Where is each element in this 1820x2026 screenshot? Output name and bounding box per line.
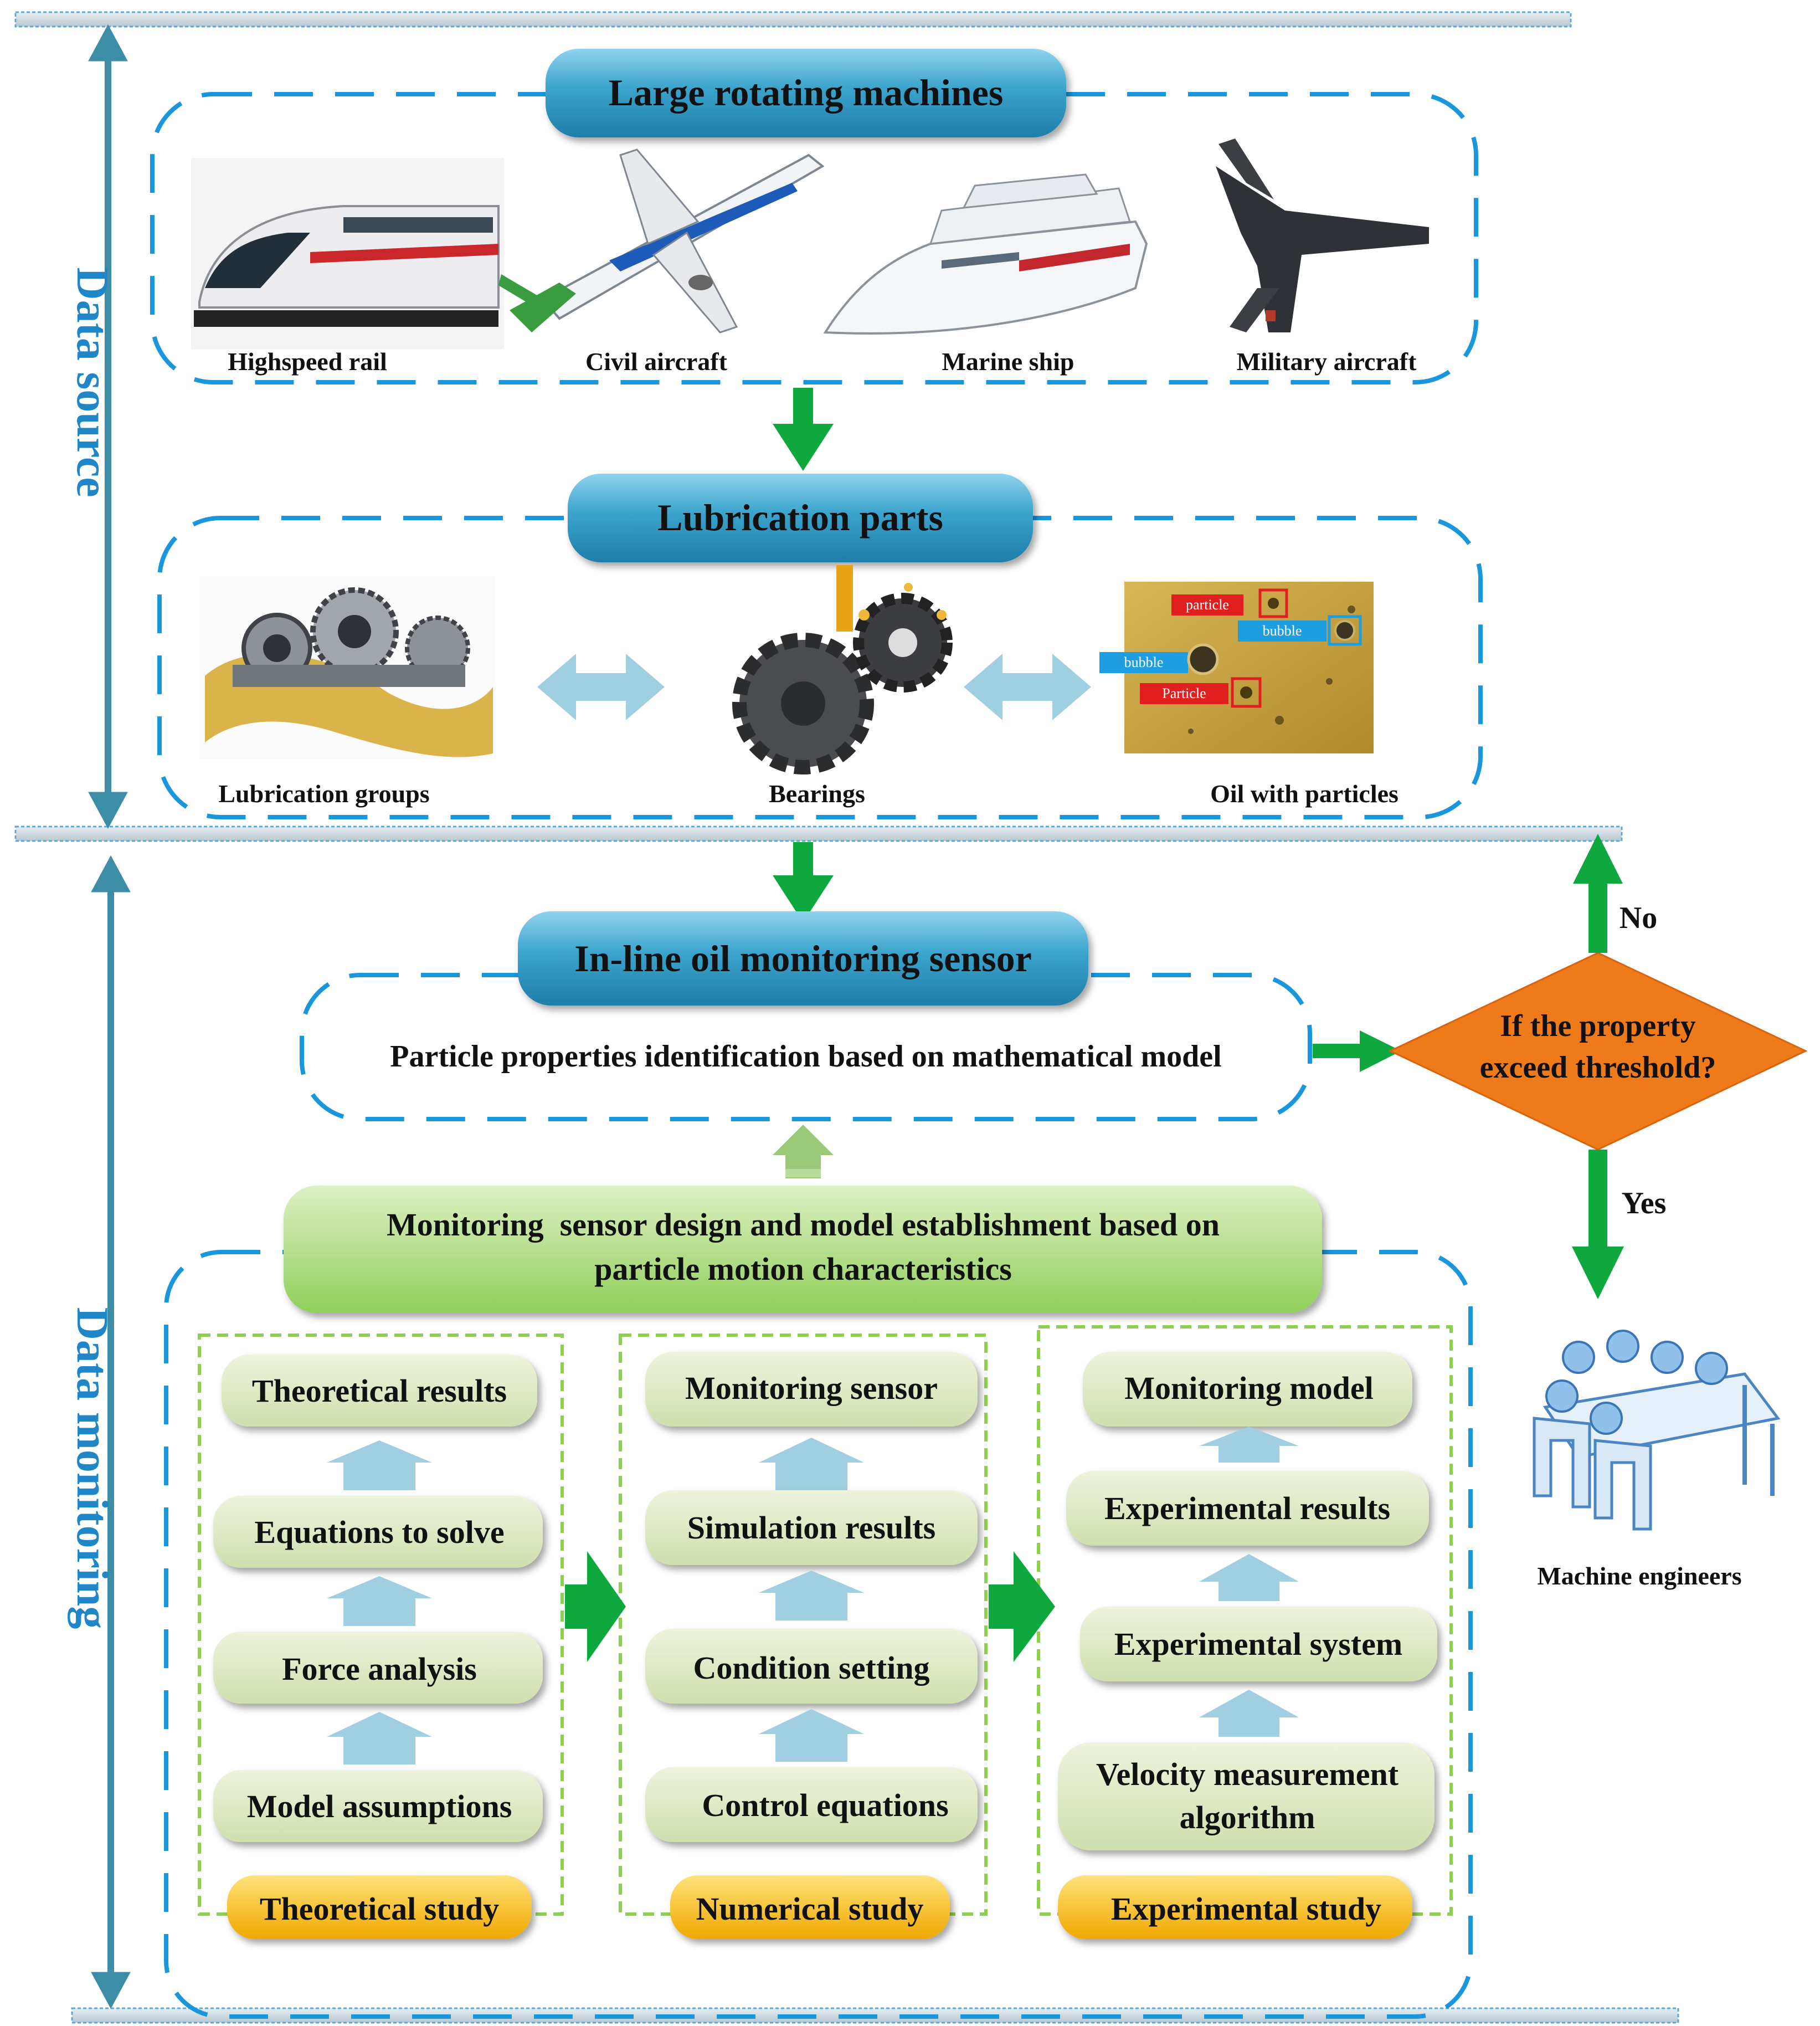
step-velocity-measurement-label-2: algorithm <box>1180 1799 1315 1835</box>
light-arrow-n1 <box>759 1438 864 1490</box>
step-force-analysis-label: Force analysis <box>282 1651 477 1687</box>
theoretical-study-label: Theoretical study <box>260 1891 499 1927</box>
lubrication-title-box <box>568 474 1033 562</box>
step-monitoring-model <box>1083 1352 1412 1427</box>
step-control-equations <box>645 1767 978 1842</box>
lubrication-title: Lubrication parts <box>657 496 943 538</box>
numerical-study-label-box <box>670 1875 950 1939</box>
arrow-machines-to-lubrication <box>773 388 834 471</box>
sensor-title: In-line oil monitoring sensor <box>574 937 1032 979</box>
oil-particles-image <box>1099 582 1374 753</box>
step-monitoring-sensor-label: Monitoring sensor <box>685 1370 938 1406</box>
decision-text-line2: exceed threshold? <box>1480 1050 1716 1085</box>
arrow-yes-down <box>1572 1150 1624 1299</box>
arrow-numerical-to-experimental <box>989 1551 1055 1662</box>
sensor-title-box <box>518 911 1088 1006</box>
arrow-no-up <box>1573 834 1623 953</box>
step-experimental-system <box>1080 1607 1437 1681</box>
divider-bar-middle <box>14 825 1623 842</box>
oil-label-bubble-2: bubble <box>1124 654 1164 670</box>
step-monitoring-model-label: Monitoring model <box>1124 1370 1373 1406</box>
sensor-subtitle: Particle properties identification based… <box>390 1039 1221 1074</box>
step-equations-to-solve-label: Equations to solve <box>254 1514 504 1550</box>
decision-text-line1: If the property <box>1500 1009 1696 1043</box>
theoretical-study-label-box <box>227 1875 532 1939</box>
step-model-assumptions <box>213 1770 543 1842</box>
light-arrow-n2 <box>759 1571 864 1620</box>
light-arrow-e3 <box>1199 1690 1299 1737</box>
light-arrow-n3 <box>759 1709 864 1762</box>
lubrication-label-oil: Oil with particles <box>1210 779 1399 808</box>
step-model-assumptions-label: Model assumptions <box>247 1788 512 1824</box>
lubrication-label-bearings: Bearings <box>769 779 865 808</box>
machines-title: Large rotating machines <box>609 71 1004 114</box>
military-aircraft-image <box>1216 139 1429 332</box>
arrow-theoretical-to-numerical <box>565 1551 626 1662</box>
machine-label-civil: Civil aircraft <box>585 347 728 376</box>
experimental-study-label: Experimental study <box>1111 1891 1381 1927</box>
step-theoretical-results <box>222 1355 537 1427</box>
light-arrow-t2 <box>327 1576 432 1626</box>
light-arrow-t3 <box>327 1712 432 1765</box>
machines-dashed-frame <box>150 92 1478 384</box>
decision-yes-label: Yes <box>1622 1186 1667 1220</box>
step-experimental-results-label: Experimental results <box>1104 1490 1390 1526</box>
decision-no-label: No <box>1620 901 1657 935</box>
step-force-analysis <box>213 1632 543 1704</box>
data-monitoring-label: Data monitoring <box>68 1307 118 1629</box>
marine-ship-image <box>823 173 1148 335</box>
divider-bar-top <box>14 11 1572 28</box>
step-theoretical-results-label: Theoretical results <box>252 1373 507 1409</box>
double-arrow-left <box>537 654 665 720</box>
machine-label-ship: Marine ship <box>942 347 1074 376</box>
step-experimental-results <box>1066 1471 1429 1546</box>
step-equations-to-solve <box>213 1496 543 1568</box>
step-velocity-measurement-label-1: Velocity measurement <box>1096 1756 1399 1792</box>
step-simulation-results-label: Simulation results <box>687 1510 936 1546</box>
step-monitoring-sensor <box>645 1352 978 1427</box>
data-source-label: Data source <box>68 267 118 497</box>
step-control-equations-label: Control equations <box>702 1787 948 1823</box>
oil-label-particle-1: particle <box>1186 597 1229 613</box>
arrow-sensor-to-decision <box>1313 1030 1401 1072</box>
machine-engineers-label: Machine engineers <box>1537 1562 1741 1590</box>
model-dashed-frame <box>164 1250 1473 2019</box>
machines-title-box <box>546 49 1066 137</box>
civil-aircraft-image <box>498 148 825 334</box>
arrow-model-to-sensor <box>773 1125 834 1178</box>
model-title-box <box>284 1186 1322 1313</box>
lubrication-dashed-frame <box>157 516 1483 819</box>
model-title-line2: particle motion characteristics <box>594 1251 1012 1287</box>
data-source-arrow <box>88 24 128 829</box>
machine-label-military: Military aircraft <box>1237 347 1417 376</box>
double-arrow-right <box>964 654 1091 720</box>
bearings-image <box>732 565 953 775</box>
machine-label-rail: Highspeed rail <box>228 347 387 376</box>
step-simulation-results <box>645 1490 978 1565</box>
oil-label-bubble-1: bubble <box>1263 623 1302 639</box>
light-arrow-e1 <box>1199 1427 1299 1463</box>
experimental-study-label-box <box>1058 1875 1412 1939</box>
highspeed-rail-image <box>191 158 504 349</box>
model-title-line1: Monitoring sensor design and model estab… <box>387 1207 1220 1243</box>
oil-label-particle-2: Particle <box>1162 685 1206 701</box>
step-condition-setting-label: Condition setting <box>693 1650 929 1686</box>
numerical-study-label: Numerical study <box>696 1891 924 1927</box>
machine-engineers-icon <box>1533 1330 1781 1531</box>
lubrication-label-groups: Lubrication groups <box>218 779 429 808</box>
data-monitoring-arrow <box>91 855 131 2009</box>
light-arrow-e2 <box>1199 1554 1299 1601</box>
arrow-lubrication-to-sensor <box>773 842 834 922</box>
lubrication-groups-image <box>199 576 496 759</box>
light-arrow-t1 <box>327 1440 432 1490</box>
step-velocity-measurement <box>1058 1742 1435 1850</box>
step-condition-setting <box>645 1629 978 1704</box>
step-experimental-system-label: Experimental system <box>1114 1626 1402 1662</box>
